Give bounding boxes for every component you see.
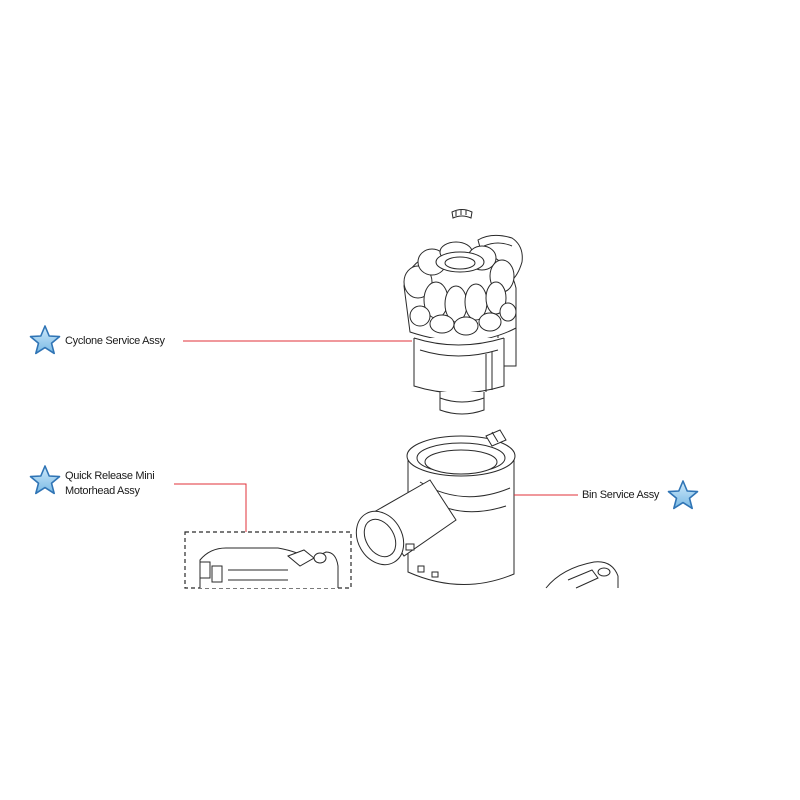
top-seal-ring [451, 209, 473, 219]
star-icon [667, 480, 699, 510]
bin-assembly-drawing [355, 429, 516, 585]
cyclone-service-assy-label: Cyclone Service Assy [65, 335, 165, 347]
motorhead-leader-line [174, 483, 247, 532]
wand-fragment-drawing [545, 561, 619, 589]
quick-release-mini-label: Quick Release Mini [65, 470, 155, 482]
star-icon [29, 465, 61, 495]
motorhead-assembly-drawing [184, 531, 352, 589]
star-icon [29, 325, 61, 355]
motorhead-assy-label: Motorhead Assy [65, 485, 140, 497]
leader-lines [174, 340, 578, 532]
cyclone-assembly-drawing [403, 234, 523, 415]
bin-service-assy-label: Bin Service Assy [582, 489, 660, 501]
